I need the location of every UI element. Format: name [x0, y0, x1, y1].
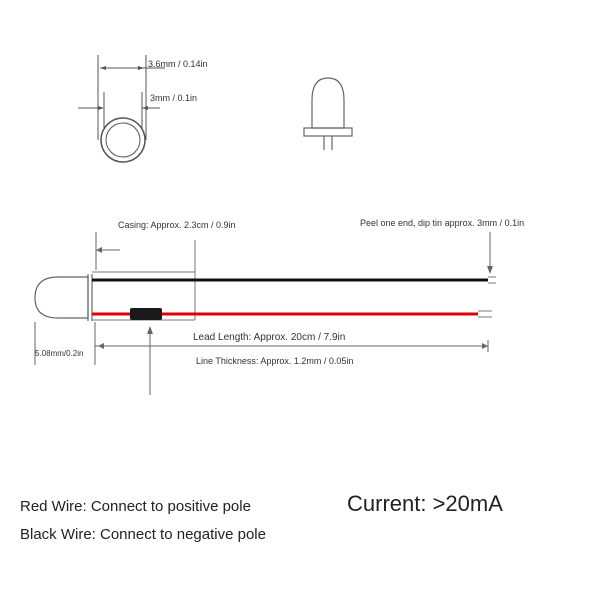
arrow-heads-top: [98, 66, 148, 110]
led-top-view: [78, 55, 165, 163]
line-thickness-label: Line Thickness: Approx. 1.2mm / 0.05in: [196, 356, 354, 366]
head-inner-label: 3mm / 0.1in: [150, 93, 198, 103]
peel-label: Peel one end, dip tin approx. 3mm / 0.1i…: [360, 218, 525, 228]
black-wire-note: Black Wire: Connect to negative pole: [20, 526, 266, 543]
lead-length-label: Lead Length: Approx. 20cm / 7.9in: [193, 332, 346, 343]
resistor: [130, 308, 162, 320]
led-body: [34, 274, 93, 321]
current-note: Current: >20mA: [347, 491, 503, 516]
bulb-diameter-label: 5.08mm/0.2in: [35, 349, 84, 358]
head-outer-label: 3.6mm / 0.14in: [148, 59, 208, 69]
tinned-ends: [478, 276, 496, 318]
dimension-lines: [34, 232, 491, 395]
red-wire-note: Red Wire: Connect to positive pole: [20, 498, 251, 515]
led-side-view: [303, 77, 353, 150]
dimension-arrows: [96, 247, 493, 349]
casing-label: Casing: Approx. 2.3cm / 0.9in: [118, 220, 236, 230]
